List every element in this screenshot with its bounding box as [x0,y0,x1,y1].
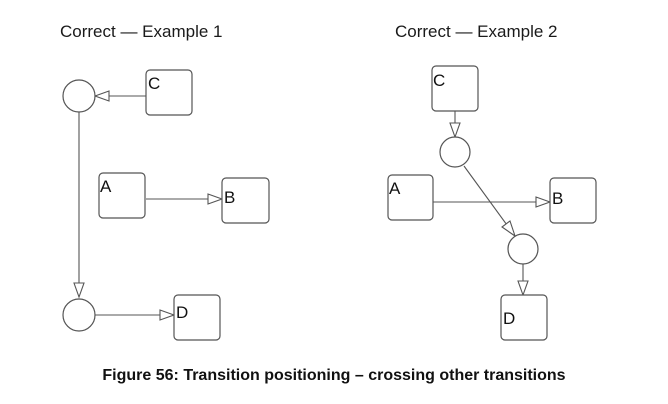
ex2-node-a [387,174,434,221]
ex1-arrowhead-b [207,193,224,205]
ex2-node-c-label: C [433,71,445,90]
ex1-node-a-label: A [100,177,112,196]
ex1-arrowhead-d [159,309,176,321]
ex2-node-b-label: B [552,189,563,208]
ex1-node-b [221,177,270,224]
ex2-node-d-label: D [503,309,515,328]
ex2-arrowhead-circle1 [449,122,461,139]
ex1-node-a [98,172,146,219]
ex1-node-d-label: D [176,303,188,322]
ex2-node-a-label: A [389,179,401,198]
example-1-title: Correct — Example 1 [60,22,223,41]
figure-caption: Figure 56: Transition positioning – cros… [102,367,566,384]
ex2-circle-1 [439,136,471,168]
ex2-arrowhead-circle2 [501,220,517,238]
ex1-arrowhead-circle2 [73,282,85,299]
ex1-circle-1 [62,79,96,113]
ex1-node-b-label: B [224,188,235,207]
example-1-diagram: C A B D [62,69,270,341]
ex1-circle-2 [62,298,96,332]
ex1-arrowhead-circle1 [93,90,110,102]
ex1-node-c [145,69,193,116]
example-2-title: Correct — Example 2 [395,22,558,41]
example-2-diagram: C A B D [387,65,597,341]
ex1-node-c-label: C [148,74,160,93]
ex2-circle-2 [507,233,539,265]
ex2-arrowhead-d [517,280,529,297]
ex2-node-c [431,65,479,112]
ex2-node-d [500,294,548,341]
ex2-arrowhead-b [535,196,552,208]
ex2-node-b [549,177,597,224]
ex1-node-d [173,294,221,341]
